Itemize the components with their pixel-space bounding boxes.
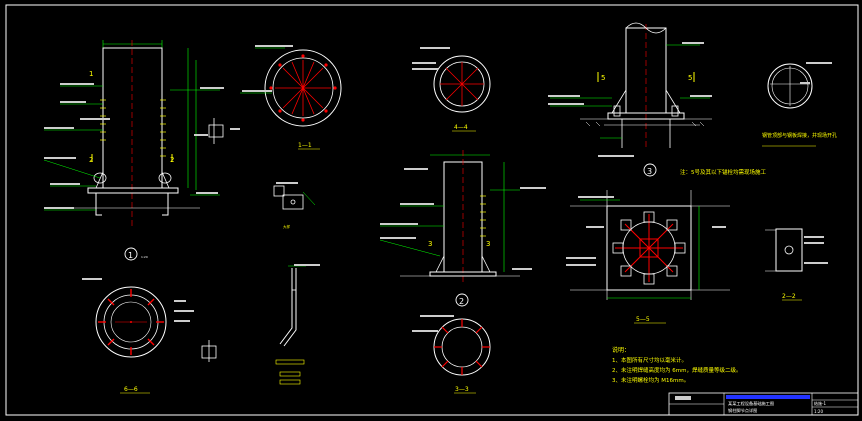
title-block-drawing: 钢柱脚节点详图 xyxy=(728,407,757,414)
title-block-sheet: 结施-1 xyxy=(814,400,826,406)
notes-line-3: 3、未注明螺栓均为 M16mm。 xyxy=(612,376,689,384)
svg-text:大样: 大样 xyxy=(283,224,291,229)
notes-line-2: 2、未注明焊缝高度均为 6mm，焊缝质量等级二级。 xyxy=(612,366,741,374)
detail-2-marker xyxy=(455,293,469,307)
bracket-detail: 大样 xyxy=(273,182,316,229)
svg-text:5: 5 xyxy=(688,74,692,82)
svg-text:3: 3 xyxy=(428,240,432,248)
pipe-callout: 钢管顶部与钢板焊接，并现场开孔 xyxy=(762,132,837,139)
section-2-2: 2—2 xyxy=(765,228,828,301)
section-1-1-label: 1—1 xyxy=(298,142,312,149)
svg-text:1: 1 xyxy=(89,70,93,78)
svg-text:2: 2 xyxy=(89,156,93,164)
section-4-4: 4—4 xyxy=(412,47,491,132)
title-block: 某某工程设备基础施工图 钢柱脚节点详图 结施-1 1:20 xyxy=(668,392,859,416)
anchor-hook-detail xyxy=(275,264,320,385)
section-3-3: 3—3 xyxy=(412,315,491,394)
section-2-2-label: 2—2 xyxy=(782,293,796,300)
general-notes: 说明： 1、本图所有尺寸均以毫米计。 2、未注明焊缝高度均为 6mm，焊缝质量等… xyxy=(612,346,741,384)
detail-2-number: 2 xyxy=(459,297,464,306)
pipe-ring-detail: 钢管顶部与钢板焊接，并现场开孔 xyxy=(762,62,837,147)
section-6-6: 6—6 xyxy=(82,278,217,394)
detail-1-number: 1 xyxy=(128,251,133,260)
detail-3-number: 3 xyxy=(647,167,652,176)
detail-3-marker xyxy=(643,163,657,177)
section-3-3-label: 3—3 xyxy=(455,386,469,393)
title-block-scale: 1:20 xyxy=(814,409,823,414)
svg-text:5: 5 xyxy=(601,74,605,82)
section-5-5-label: 5—5 xyxy=(636,316,650,323)
svg-text:2: 2 xyxy=(170,156,174,164)
clip-detail xyxy=(194,118,240,144)
section-5-5: 5—5 xyxy=(566,190,730,324)
detail-1-marker xyxy=(124,247,138,261)
notes-line-1: 1、本图所有尺寸均以毫米计。 xyxy=(612,356,687,364)
detail-1: 2 2 1 1 1:20 xyxy=(43,40,224,261)
title-block-project: 某某工程设备基础施工图 xyxy=(728,400,774,407)
detail-3: 5 5 3 注：5号及其以下锚栓均需现场施工 xyxy=(548,22,767,177)
notes-header: 说明： xyxy=(612,346,630,354)
section-4-4-label: 4—4 xyxy=(454,124,468,131)
detail-2: 3 3 2 xyxy=(379,150,546,307)
svg-text:3: 3 xyxy=(486,240,490,248)
drawing-frame xyxy=(5,4,859,416)
detail-1-scale: 1:20 xyxy=(141,255,148,259)
section-6-6-label: 6—6 xyxy=(124,386,138,393)
anchor-callout: 注：5号及其以下锚栓均需现场施工 xyxy=(680,168,767,176)
section-1-1: 1—1 xyxy=(240,45,342,150)
